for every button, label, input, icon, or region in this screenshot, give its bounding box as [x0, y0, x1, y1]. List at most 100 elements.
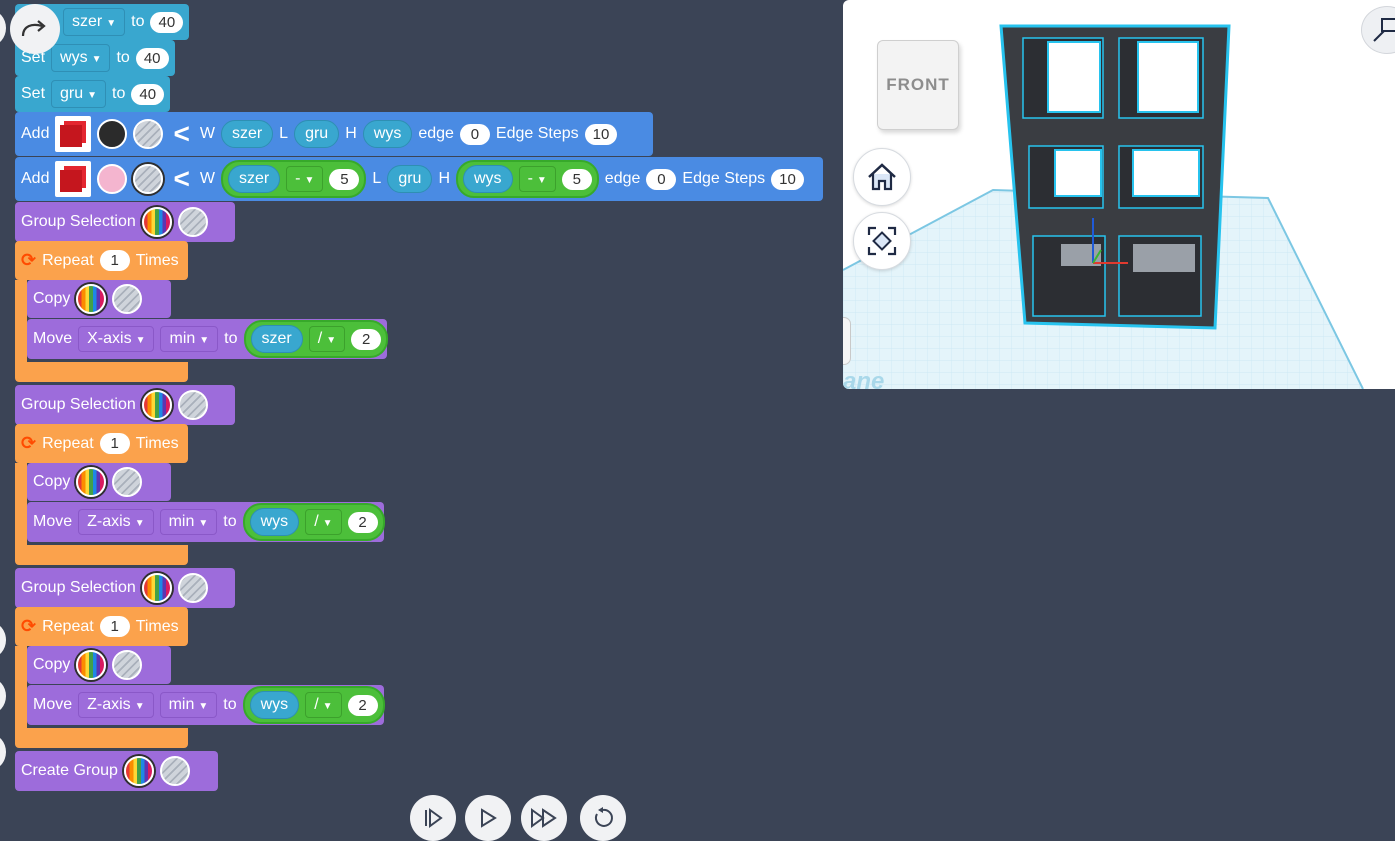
multicolor-swatch[interactable]: [76, 467, 107, 497]
multicolor-swatch[interactable]: [123, 756, 154, 786]
workspace-control-button[interactable]: [0, 10, 6, 46]
repeat-c-arm: [15, 646, 27, 728]
anchor-dropdown[interactable]: min▼: [159, 692, 218, 718]
edge-steps-input[interactable]: 10: [584, 123, 618, 145]
set-block-gru[interactable]: Set gru▼ to 40: [15, 76, 171, 112]
repeat-block[interactable]: ⟳ Repeat 1 Times: [15, 607, 188, 646]
axis-dropdown[interactable]: Z-axis▼: [78, 509, 154, 535]
length-variable[interactable]: gru: [294, 120, 340, 148]
operator-dropdown[interactable]: /▼: [308, 326, 346, 352]
multicolor-swatch[interactable]: [141, 207, 172, 237]
zoom-out-button[interactable]: [0, 678, 6, 714]
panel-resize-handle[interactable]: [843, 317, 851, 365]
repeat-block[interactable]: ⟳ Repeat 1 Times: [15, 424, 188, 463]
chevron-down-icon: ▼: [91, 54, 102, 65]
repeat-block[interactable]: ⟳ Repeat 1 Times: [15, 241, 188, 280]
multicolor-swatch[interactable]: [141, 573, 172, 603]
hole-swatch[interactable]: [133, 164, 164, 194]
fast-forward-button[interactable]: [521, 795, 567, 841]
zoom-reset-button[interactable]: [0, 734, 6, 770]
operator-dropdown[interactable]: -▼: [286, 166, 324, 192]
fit-view-icon: [867, 226, 897, 256]
edge-input[interactable]: 0: [459, 123, 490, 145]
variable-dropdown[interactable]: szer▼: [63, 8, 126, 36]
repeat-count-input[interactable]: 1: [99, 616, 130, 637]
math-operator-block[interactable]: wys /▼ 2: [242, 686, 385, 724]
multicolor-swatch[interactable]: [76, 650, 107, 680]
variable-dropdown[interactable]: wys▼: [51, 44, 111, 72]
group-selection-block[interactable]: Group Selection: [15, 385, 235, 425]
hole-swatch[interactable]: [133, 119, 164, 149]
repeat-icon: ⟳: [21, 433, 37, 453]
chevron-left-icon[interactable]: <: [173, 163, 190, 194]
chevron-down-icon: ▼: [304, 175, 315, 186]
fit-view-button[interactable]: [853, 212, 911, 270]
create-group-block[interactable]: Create Group: [15, 751, 218, 791]
add-shape-block-2[interactable]: Add < W szer -▼ 5 L gru H wys -▼ 5 edge …: [15, 157, 823, 201]
hole-swatch[interactable]: [177, 207, 208, 237]
multicolor-swatch[interactable]: [76, 284, 107, 314]
width-variable[interactable]: szer: [220, 120, 274, 148]
hole-swatch[interactable]: [112, 650, 143, 680]
math-operator-block[interactable]: wys -▼ 5: [456, 160, 599, 198]
hole-swatch[interactable]: [177, 390, 208, 420]
copy-block[interactable]: Copy: [27, 280, 171, 318]
set-block-wys[interactable]: Set wys▼ to 40: [15, 40, 175, 76]
anchor-dropdown[interactable]: min▼: [160, 326, 219, 352]
move-block[interactable]: Move X-axis▼ min▼ to szer /▼ 2: [27, 319, 389, 359]
axis-dropdown[interactable]: Z-axis▼: [78, 692, 154, 718]
move-block[interactable]: Move Z-axis▼ min▼ to wys /▼ 2: [27, 502, 385, 542]
copy-block[interactable]: Copy: [27, 463, 171, 501]
repeat-c-arm: [15, 280, 27, 362]
value-input[interactable]: 40: [131, 83, 165, 105]
step-button[interactable]: [410, 795, 456, 841]
repeat-c-bottom: [15, 545, 188, 565]
multicolor-swatch[interactable]: [141, 390, 172, 420]
height-variable[interactable]: wys: [362, 120, 413, 148]
chevron-down-icon: ▼: [198, 701, 209, 712]
color-swatch-black[interactable]: [97, 119, 128, 149]
zoom-in-button[interactable]: [0, 622, 6, 658]
repeat-c-bottom: [15, 362, 188, 382]
set-block-szer[interactable]: szer▼ to 40: [15, 4, 190, 40]
value-input[interactable]: 40: [135, 47, 169, 69]
math-operator-block[interactable]: szer -▼ 5: [220, 160, 367, 198]
redo-button[interactable]: [10, 4, 60, 54]
group-selection-block[interactable]: Group Selection: [15, 202, 235, 242]
operator-dropdown[interactable]: -▼: [518, 166, 556, 192]
move-block[interactable]: Move Z-axis▼ min▼ to wys /▼ 2: [27, 685, 385, 725]
play-button[interactable]: [465, 795, 511, 841]
chevron-left-icon[interactable]: <: [173, 118, 190, 149]
hole-swatch[interactable]: [112, 284, 143, 314]
chevron-down-icon: ▼: [199, 335, 210, 346]
group-selection-block[interactable]: Group Selection: [15, 568, 235, 608]
math-operator-block[interactable]: wys /▼ 2: [242, 503, 385, 541]
value-input[interactable]: 40: [150, 11, 184, 33]
repeat-count-input[interactable]: 1: [99, 433, 130, 454]
view-cube[interactable]: FRONT: [877, 40, 959, 130]
operator-dropdown[interactable]: /▼: [305, 509, 342, 535]
reset-button[interactable]: [580, 795, 626, 841]
edge-steps-input[interactable]: 10: [771, 168, 804, 190]
hole-swatch[interactable]: [112, 467, 143, 497]
box-shape-thumbnail[interactable]: [55, 161, 92, 197]
hole-swatch[interactable]: [177, 573, 208, 603]
anchor-dropdown[interactable]: min▼: [159, 509, 218, 535]
color-swatch-pink[interactable]: [97, 164, 128, 194]
operator-dropdown[interactable]: /▼: [305, 692, 342, 718]
home-view-button[interactable]: [853, 148, 911, 206]
math-operator-block[interactable]: szer /▼ 2: [243, 320, 389, 358]
edge-input[interactable]: 0: [646, 168, 677, 190]
box-shape-thumbnail[interactable]: [55, 116, 92, 152]
add-shape-block-1[interactable]: Add < W szer L gru H wys edge 0 Edge Ste…: [15, 112, 653, 156]
axis-dropdown[interactable]: X-axis▼: [78, 326, 155, 352]
hole-swatch[interactable]: [159, 756, 190, 786]
length-variable[interactable]: gru: [387, 165, 433, 193]
3d-viewport[interactable]: ane FRONT: [843, 0, 1395, 389]
view-cube-front-label: FRONT: [886, 75, 950, 94]
repeat-count-input[interactable]: 1: [99, 250, 130, 271]
chevron-down-icon: ▼: [134, 518, 145, 529]
variable-dropdown[interactable]: gru▼: [51, 80, 107, 108]
chevron-down-icon: ▼: [87, 90, 98, 101]
copy-block[interactable]: Copy: [27, 646, 171, 684]
